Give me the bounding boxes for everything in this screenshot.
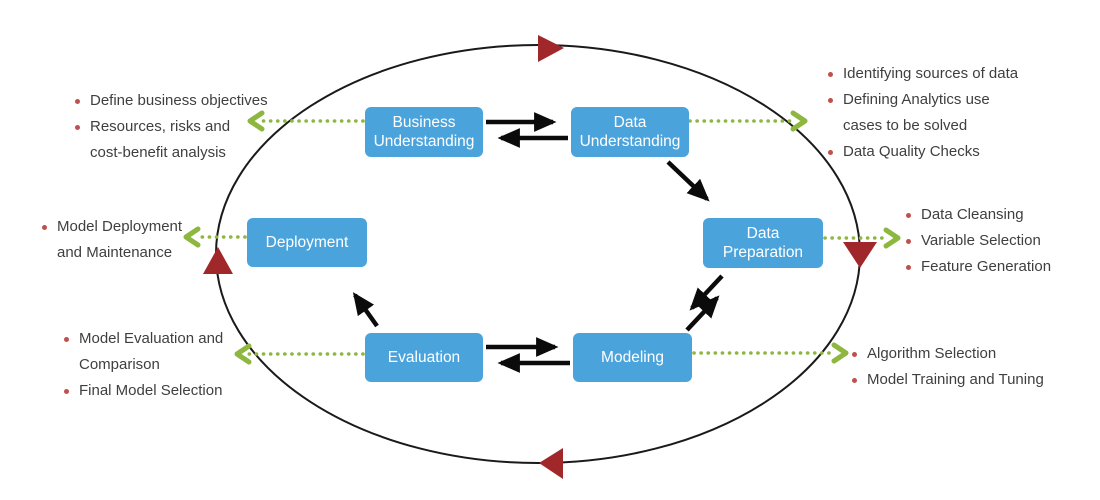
annotation-text: Model Training and Tuning	[867, 371, 1044, 388]
annotation-text: cases to be solved	[843, 117, 968, 134]
annotation-item: Identifying sources of data	[828, 61, 1018, 87]
annotation-text: cost-benefit analysis	[90, 144, 226, 161]
annotation-item: Feature Generation	[906, 254, 1051, 280]
stage-label: Business	[392, 113, 456, 131]
cycle-arrow-bottom-icon	[539, 448, 563, 479]
annotation-evaluation: Model Evaluation and Comparison Final Mo…	[64, 326, 223, 404]
stage-deployment: Deployment	[247, 218, 367, 267]
annotation-modeling: Algorithm Selection Model Training and T…	[852, 341, 1044, 393]
cycle-arrow-right-icon	[843, 242, 877, 268]
annotation-data-understanding: Identifying sources of data Defining Ana…	[828, 61, 1018, 165]
annotation-item: Model Deployment and Maintenance	[42, 214, 182, 266]
annotation-text: Define business objectives	[90, 92, 268, 109]
bullet-icon	[42, 225, 47, 230]
annotation-item: Algorithm Selection	[852, 341, 1044, 367]
annotation-item: Define business objectives	[75, 88, 268, 114]
stage-label: Evaluation	[387, 348, 461, 366]
annotation-item: Data Cleansing	[906, 202, 1051, 228]
annotation-text: Model Evaluation and	[79, 330, 224, 347]
annotation-text: Final Model Selection	[79, 382, 223, 399]
stage-label: Deployment	[265, 233, 349, 251]
bullet-icon	[852, 378, 857, 383]
stage-label: Modeling	[601, 348, 664, 366]
annotation-text: Resources, risks and	[90, 118, 231, 135]
bullet-icon	[828, 98, 833, 103]
chevron-left-icon	[183, 226, 201, 248]
stage-business-understanding: Business Understanding	[365, 107, 483, 157]
annotation-data-preparation: Data Cleansing Variable Selection Featur…	[906, 202, 1051, 280]
arrow-data-understanding-to-preparation-icon	[666, 160, 710, 202]
stage-label: Understanding	[579, 133, 681, 150]
chevron-right-icon	[831, 342, 849, 364]
annotation-item: Final Model Selection	[64, 378, 223, 404]
stage-evaluation: Evaluation	[365, 333, 483, 382]
stage-data-preparation: Data Preparation	[703, 218, 823, 268]
annotation-text: Feature Generation	[921, 258, 1052, 275]
bullet-icon	[828, 150, 833, 155]
bullet-icon	[906, 265, 911, 270]
bullet-icon	[852, 352, 857, 357]
bullet-icon	[64, 337, 69, 342]
annotation-text: Model Deployment	[57, 218, 183, 235]
stage-label: Data	[746, 224, 780, 242]
annotation-item: Data Quality Checks	[828, 139, 1018, 165]
annotation-item: Model Training and Tuning	[852, 367, 1044, 393]
annotation-text: Data Quality Checks	[843, 143, 980, 160]
bullet-icon	[828, 72, 833, 77]
stage-modeling: Modeling	[573, 333, 692, 382]
chevron-left-icon	[247, 110, 265, 132]
arrow-evaluation-to-deployment-icon	[352, 292, 379, 328]
annotation-item: Resources, risks and cost-benefit analys…	[75, 114, 268, 166]
stage-label: Data	[613, 113, 647, 131]
annotation-item: Defining Analytics use cases to be solve…	[828, 87, 1018, 139]
annotation-text: Variable Selection	[921, 232, 1041, 249]
annotation-text: Algorithm Selection	[867, 345, 997, 362]
bullet-icon	[75, 125, 80, 130]
annotation-business-understanding: Define business objectives Resources, ri…	[75, 88, 268, 166]
chevron-right-icon	[790, 110, 808, 132]
annotation-text: Data Cleansing	[921, 206, 1024, 223]
stage-label: Understanding	[373, 133, 475, 150]
cycle-arrow-left-icon	[203, 247, 233, 274]
arrow-preparation-to-modeling-icon	[689, 274, 724, 311]
annotation-deployment: Model Deployment and Maintenance	[42, 214, 182, 266]
bullet-icon	[906, 239, 911, 244]
chevron-left-icon	[234, 343, 252, 365]
stage-label: Preparation	[722, 244, 804, 261]
bullet-icon	[906, 213, 911, 218]
annotation-text: Comparison	[79, 356, 160, 373]
arrow-modeling-to-preparation-icon	[685, 295, 720, 332]
annotation-item: Model Evaluation and Comparison	[64, 326, 223, 378]
annotation-text: Identifying sources of data	[843, 65, 1019, 82]
stage-data-understanding: Data Understanding	[571, 107, 689, 157]
annotation-text: Defining Analytics use	[843, 91, 990, 108]
annotation-item: Variable Selection	[906, 228, 1051, 254]
annotation-text: and Maintenance	[57, 244, 173, 261]
cycle-arrow-top-icon	[538, 35, 564, 62]
bullet-icon	[64, 389, 69, 394]
chevron-right-icon	[883, 227, 901, 249]
bullet-icon	[75, 99, 80, 104]
